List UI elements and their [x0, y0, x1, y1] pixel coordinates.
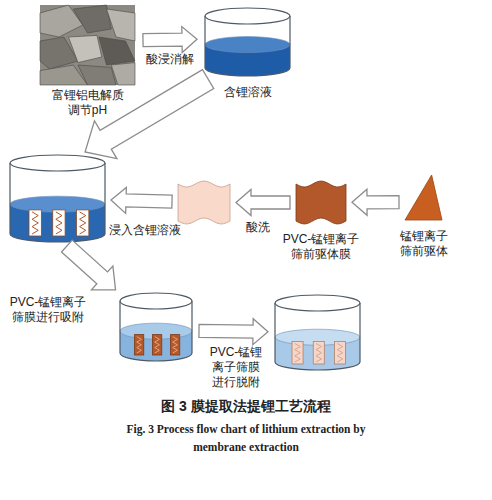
- precursor-powder-shape: [405, 175, 442, 220]
- beaker-outline: [275, 303, 360, 370]
- beaker-rim: [275, 295, 360, 311]
- ore-photo: 富锂铝电解质调节pH: [40, 5, 135, 85]
- membrane-strip: [152, 335, 161, 355]
- liquid-surface: [205, 37, 290, 53]
- beaker-body: [275, 303, 360, 370]
- membrane-pattern: [316, 344, 322, 363]
- solution-beaker-shape: [205, 8, 290, 76]
- beaker-rim: [120, 293, 192, 309]
- membrane-pattern: [32, 212, 38, 234]
- membrane-strip: [134, 335, 143, 355]
- precursor-triangle: [405, 175, 442, 220]
- precursor-powder: 锰锂离子筛前驱体: [405, 175, 442, 220]
- ore-photo-shape: [40, 5, 135, 85]
- membrane-strip: [170, 335, 179, 355]
- node-label: PVC-锰锂离子筛膜进行吸附: [8, 295, 88, 325]
- ore-chunk: [69, 35, 102, 62]
- membrane-pattern: [137, 337, 142, 353]
- beaker-body: [10, 163, 105, 242]
- solution-beaker: 含锂溶液: [205, 8, 290, 76]
- ore-chunk: [73, 5, 111, 33]
- flow-arrow: [199, 319, 268, 345]
- membrane-pattern: [155, 337, 160, 353]
- ore-chunk: [78, 65, 116, 85]
- edge-label: 酸浸消解: [146, 52, 194, 67]
- beaker-body: [205, 16, 290, 76]
- washed-membrane-shape: [178, 180, 230, 225]
- beaker-body: [120, 301, 192, 361]
- immersion-beaker-shape: [10, 155, 105, 242]
- node-label: 富锂铝电解质: [30, 88, 145, 103]
- desorption-beaker-shape: [275, 295, 360, 370]
- precursor-membrane-shape: [296, 180, 346, 225]
- membrane-strip: [313, 342, 324, 365]
- membrane-pattern: [295, 344, 301, 363]
- figure-caption: 图 3 膜提取法提锂工艺流程: [0, 398, 492, 416]
- node-label: PVC-锰锂离子筛膜进行脱附: [208, 345, 264, 390]
- beaker-outline: [10, 163, 105, 242]
- membrane-strip: [53, 210, 65, 236]
- node-label: 酸洗: [238, 220, 278, 235]
- membrane-pattern: [173, 337, 178, 353]
- membrane-pattern: [56, 212, 62, 234]
- ore-chunk: [111, 63, 135, 85]
- node-label: 浸入含锂溶液: [103, 223, 187, 238]
- washed-membrane: 酸洗: [178, 180, 230, 225]
- ore-chunk: [99, 37, 135, 65]
- caption-english: Fig. 3 Process flow chart of lithium ext…: [108, 421, 384, 457]
- beaker-rim: [10, 155, 105, 171]
- membrane-pattern: [337, 344, 343, 363]
- membrane-strips: [134, 335, 179, 355]
- membrane-strip: [335, 342, 346, 365]
- membrane-strip: [77, 210, 89, 236]
- ore-base: [40, 5, 135, 85]
- node-label: PVC-锰锂离子筛前驱体膜: [281, 232, 361, 262]
- membrane-pattern: [80, 212, 86, 234]
- flow-arrow: [236, 190, 290, 216]
- membrane-strips: [292, 342, 346, 365]
- adsorption-beaker: PVC-锰锂离子筛膜进行吸附: [120, 293, 192, 361]
- ore-chunk: [107, 9, 136, 41]
- flow-arrow: [85, 70, 214, 159]
- membrane-strip: [29, 210, 41, 236]
- flow-arrow: [352, 189, 399, 215]
- beaker-rim: [205, 8, 290, 24]
- flow-arrow: [111, 187, 172, 213]
- membrane-strip: [292, 342, 303, 365]
- flow-arrow: [143, 27, 197, 53]
- membrane-sheet: [296, 181, 346, 224]
- membrane-sheet: [178, 181, 230, 224]
- adsorption-beaker-shape: [120, 293, 192, 361]
- node-label: 锰锂离子筛前驱体: [399, 229, 449, 259]
- membrane-strips: [29, 210, 89, 236]
- precursor-membrane: PVC-锰锂离子筛前驱体膜: [296, 180, 346, 225]
- desorption-beaker: PVC-锰锂离子筛膜进行脱附: [275, 295, 360, 370]
- beaker-outline: [120, 301, 192, 361]
- beaker-outline: [205, 16, 290, 76]
- flow-arrow: [62, 240, 116, 290]
- ore-chunks: [40, 5, 135, 85]
- immersion-beaker: 浸入含锂溶液: [10, 155, 105, 242]
